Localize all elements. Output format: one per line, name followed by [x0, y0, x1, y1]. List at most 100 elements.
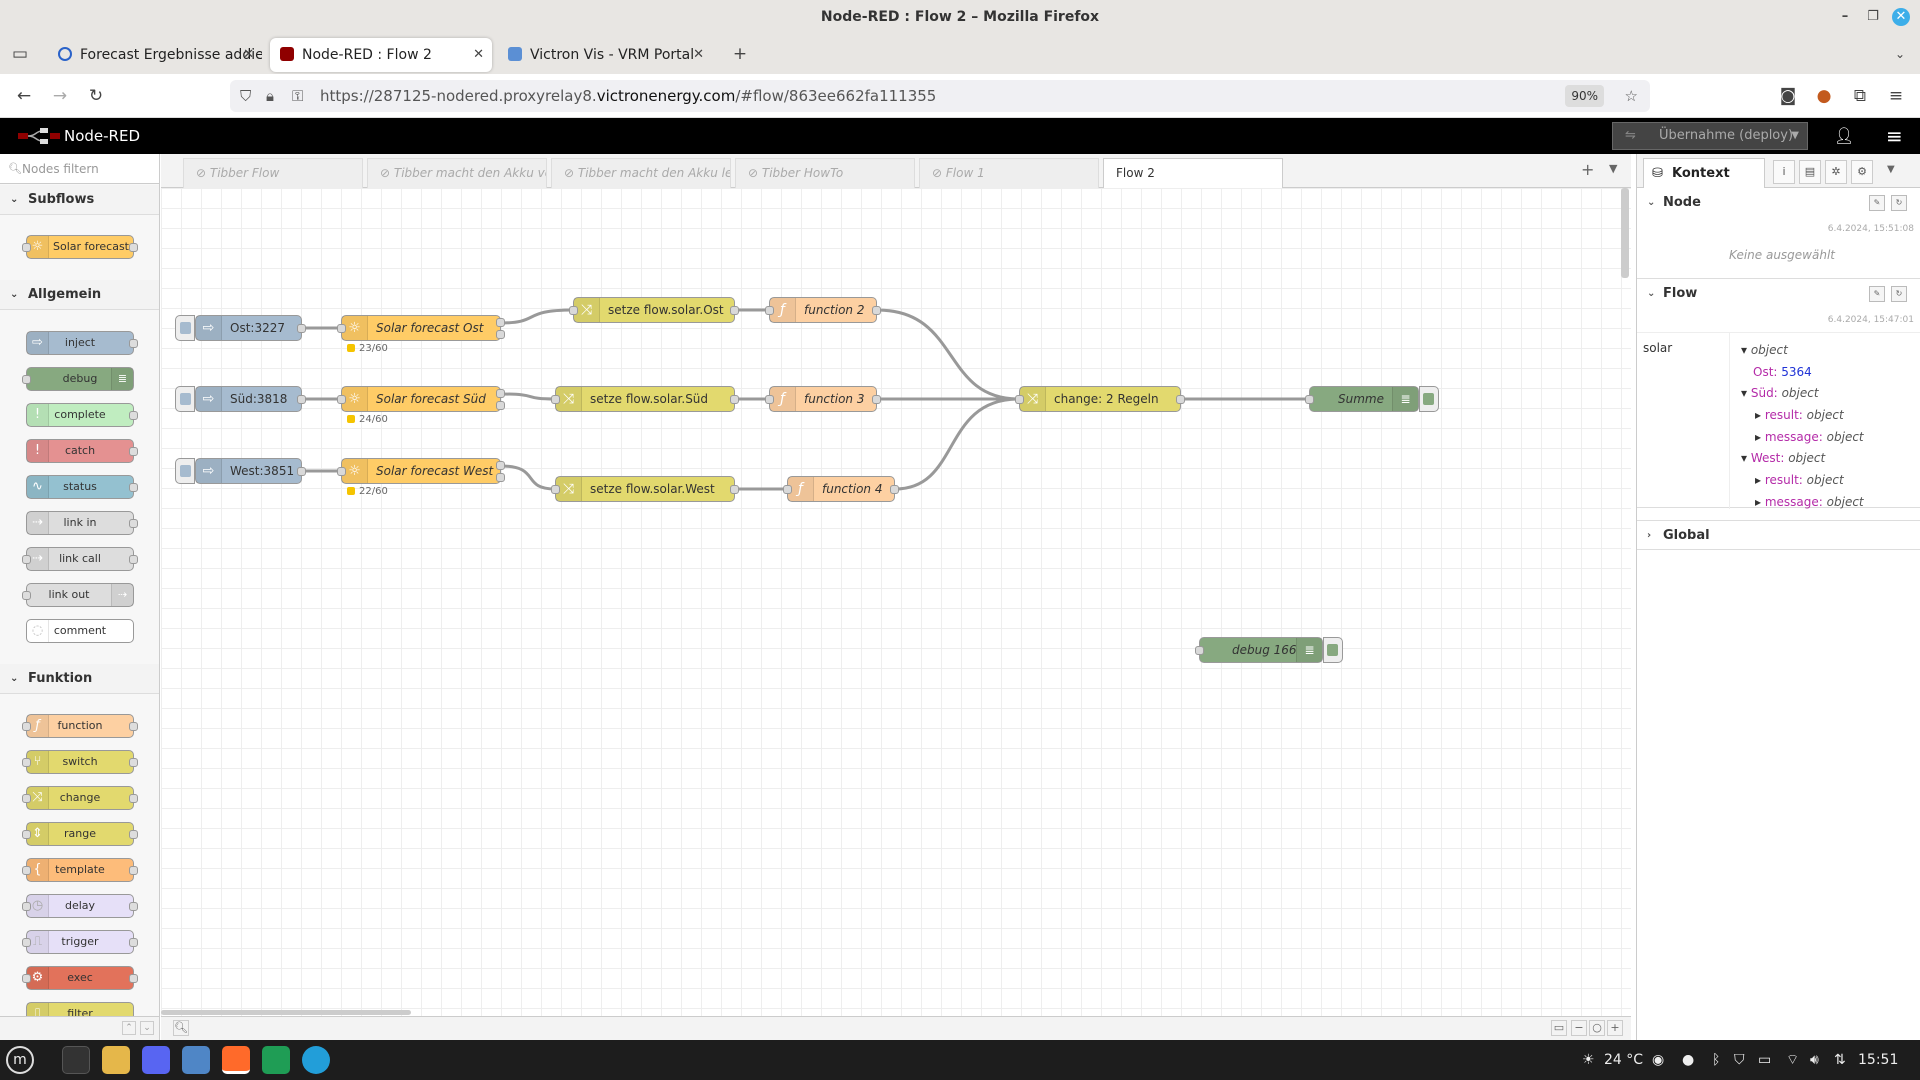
tree-item-ost[interactable]: Ost: 5364 [1753, 365, 1812, 379]
main-menu-icon[interactable]: ≡ [1886, 124, 1903, 148]
user-icon[interactable]: 👤︎ [1834, 126, 1855, 145]
close-tab-icon[interactable]: ✕ [473, 47, 484, 62]
tab-tibber-flow[interactable]: ⊘ Tibber Flow [183, 158, 363, 188]
change-node-ost[interactable]: ⤨setze flow.solar.Ost [569, 297, 739, 323]
weather-icon[interactable]: ☀ [1582, 1052, 1595, 1068]
palette-node-complete[interactable]: !complete [26, 403, 138, 427]
palette-node-switch[interactable]: ⑂switch [22, 750, 138, 774]
close-tab-icon[interactable]: ✕ [693, 47, 704, 62]
copy-icon[interactable]: ✎ [1869, 286, 1885, 302]
tree-item-message[interactable]: ▸ message: object [1755, 495, 1864, 509]
palette-node-trigger[interactable]: ⎍trigger [22, 930, 138, 954]
add-flow-icon[interactable]: + [1581, 160, 1595, 179]
palette-filter-input[interactable]: 🔍︎ Nodes filtern [0, 154, 159, 184]
zoom-reset-icon[interactable]: ○ [1589, 1020, 1605, 1036]
telegram-icon[interactable] [302, 1046, 330, 1074]
refresh-icon[interactable]: ↻ [1891, 286, 1907, 302]
zoom-out-icon[interactable]: − [1571, 1020, 1587, 1036]
inject-node-sued[interactable]: ⇨Süd:3818 [195, 386, 306, 412]
navigator-icon[interactable]: ▭ [1551, 1020, 1567, 1036]
palette-node-delay[interactable]: ◷delay [22, 894, 138, 918]
inject-node-ost[interactable]: ⇨Ost:3227 [195, 315, 306, 341]
minimize-icon[interactable]: – [1841, 9, 1849, 24]
zoom-in-icon[interactable]: + [1607, 1020, 1623, 1036]
permissions-icon[interactable]: ⚿ [292, 87, 304, 105]
chromium-icon[interactable] [182, 1046, 210, 1074]
palette-node-solar-forecast[interactable]: ☼Solar forecast [22, 235, 138, 259]
palette-node-change[interactable]: ⤨change [22, 786, 138, 810]
bluetooth-icon[interactable]: ᛒ [1712, 1052, 1721, 1068]
inject-node-west[interactable]: ⇨West:3851 [195, 458, 306, 484]
close-tab-icon[interactable]: ✕ [243, 47, 254, 62]
section-flow[interactable]: ⌄Flow [1637, 279, 1920, 309]
change-node-sued[interactable]: ⤨setze flow.solar.Süd [551, 386, 739, 412]
expand-all-icon[interactable]: ⌄ [140, 1021, 154, 1035]
app-menu-icon[interactable]: ≡ [1888, 86, 1904, 106]
browser-tab-nodered[interactable]: Node-RED : Flow 2 ✕ [270, 38, 492, 72]
zoom-level[interactable]: 90% [1565, 85, 1604, 107]
search-flows-icon[interactable]: 🔍︎ [173, 1020, 189, 1036]
solar-forecast-node-ost[interactable]: ☼Solar forecast Ost [337, 315, 505, 341]
config-gear-icon[interactable]: ⚙ [1851, 160, 1873, 184]
flow-canvas[interactable]: ⇨Ost:3227 ⇨Süd:3818 ⇨West:3851 ☼Solar fo… [161, 188, 1631, 1016]
inject-trigger-button[interactable] [175, 386, 195, 412]
back-icon[interactable]: ← [16, 86, 32, 106]
pocket-icon[interactable]: ◙ [1779, 86, 1797, 106]
battery-icon[interactable]: ▭ [1758, 1052, 1772, 1068]
tab-tibber-leer[interactable]: ⊘ Tibber macht den Akku lee [551, 158, 731, 188]
change-node-regeln[interactable]: ⤨change: 2 Regeln [1015, 386, 1185, 412]
mint-menu-icon[interactable]: m [6, 1046, 34, 1074]
clock[interactable]: 15:51 [1858, 1052, 1899, 1068]
forward-icon[interactable]: → [52, 86, 68, 106]
flow-list-icon[interactable]: ▼ [1609, 162, 1618, 175]
palette-node-link-in[interactable]: ⇢link in [26, 511, 138, 535]
firefox-icon[interactable] [222, 1046, 250, 1074]
solar-forecast-node-west[interactable]: ☼Solar forecast West [337, 458, 505, 484]
tab-tibber-voll[interactable]: ⊘ Tibber macht den Akku vo [367, 158, 547, 188]
browser-tab-forecast[interactable]: Forecast Ergebnisse addier ✕ [48, 38, 262, 72]
reload-icon[interactable]: ↻ [88, 86, 104, 106]
shield-icon[interactable]: ⛉ [240, 87, 252, 105]
discord-icon[interactable] [142, 1046, 170, 1074]
palette-node-link-call[interactable]: ⇢link call [22, 547, 138, 571]
tab-flow-1[interactable]: ⊘ Flow 1 [919, 158, 1099, 188]
files-icon[interactable] [102, 1046, 130, 1074]
palette-node-exec[interactable]: ⚙exec [22, 966, 138, 990]
bookmark-star-icon[interactable]: ☆ [1624, 87, 1638, 105]
network-icon[interactable]: ⇅ [1834, 1052, 1846, 1068]
url-bar[interactable]: ⛉ 🔒︎ ⚿ https://287125-nodered.proxyrelay… [230, 80, 1650, 112]
deploy-dropdown-icon[interactable]: ▼ [1791, 130, 1799, 141]
volume-icon[interactable]: 🔊︎ [1810, 1052, 1819, 1068]
palette-node-link-out[interactable]: link out⇢ [22, 583, 134, 607]
palette-category-subflows[interactable]: ⌄Subflows [0, 185, 159, 215]
palette-node-catch[interactable]: !catch [26, 439, 138, 463]
notification-icon[interactable]: ● [1682, 1052, 1695, 1068]
terminal-icon[interactable] [62, 1046, 90, 1074]
sidebar-menu-icon[interactable]: ▼ [1887, 164, 1895, 175]
tree-item-message[interactable]: ▸ message: object [1755, 430, 1864, 444]
palette-node-range[interactable]: ⇕range [22, 822, 138, 846]
tab-flow-2[interactable]: Flow 2 [1103, 158, 1283, 188]
browser-tab-vrm[interactable]: Victron Vis - VRM Portal ✕ [498, 38, 712, 72]
tree-item-west[interactable]: ▾ West: object [1741, 451, 1826, 465]
tree-item-result[interactable]: ▸ result: object [1755, 408, 1844, 422]
list-tabs-icon[interactable]: ⌄ [1894, 47, 1906, 61]
collapse-all-icon[interactable]: ⌃ [122, 1021, 136, 1035]
info-icon[interactable]: i [1773, 160, 1795, 184]
new-tab-icon[interactable]: + [732, 44, 748, 64]
section-global[interactable]: ›Global [1637, 520, 1920, 550]
tab-tibber-howto[interactable]: ⊘ Tibber HowTo [735, 158, 915, 188]
copy-icon[interactable]: ✎ [1869, 195, 1885, 211]
palette-node-debug[interactable]: debug≣ [22, 367, 134, 391]
restore-icon[interactable]: ❐ [1867, 9, 1879, 24]
debug-toggle-button[interactable] [1419, 386, 1439, 412]
debug-bug-icon[interactable]: ✲ [1825, 160, 1847, 184]
debug-node-166[interactable]: debug 166≣ [1195, 637, 1323, 663]
tree-item-sued[interactable]: ▾ Süd: object [1741, 386, 1819, 400]
palette-node-inject[interactable]: ⇨inject [26, 331, 138, 355]
debug-toggle-button[interactable] [1323, 637, 1343, 663]
canvas-horizontal-scrollbar[interactable] [161, 1010, 411, 1015]
